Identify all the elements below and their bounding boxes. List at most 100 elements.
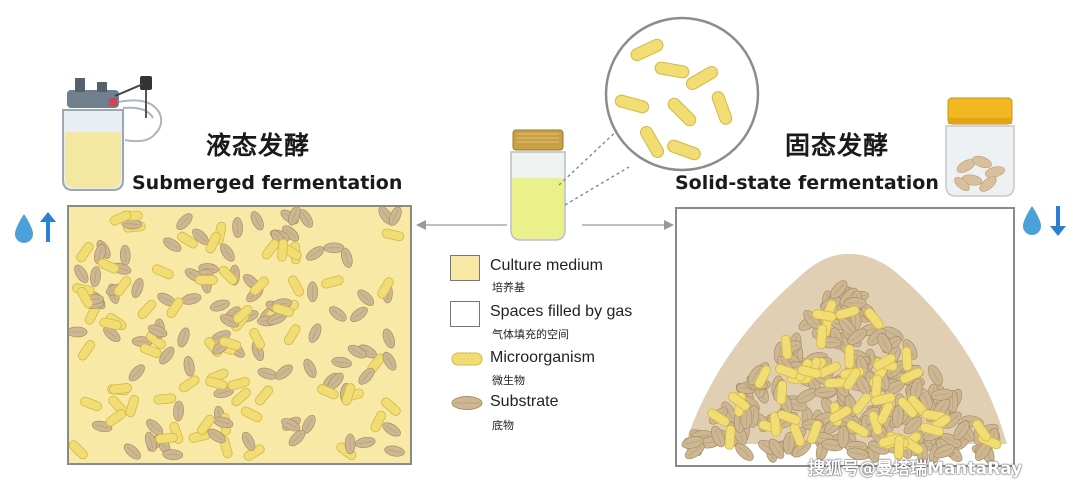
microorganism-cell — [780, 334, 793, 360]
substrate-grain — [341, 247, 353, 268]
legend-label-gas-space: Spaces filled by gas — [490, 303, 633, 320]
substrate-grain — [119, 244, 131, 266]
microorganism-cell — [754, 365, 772, 389]
substrate-grain — [207, 428, 226, 444]
microorganism-cell — [630, 38, 664, 62]
microorganism-cell — [166, 297, 184, 318]
legend-label-microorganism: Microorganism — [490, 349, 595, 366]
substrate-grain — [783, 431, 795, 455]
microorganism-cell — [901, 346, 913, 372]
substrate-grain — [103, 326, 121, 343]
microorganism-cell — [109, 383, 132, 395]
microorganism-cell — [240, 406, 263, 423]
microorganism-cell — [125, 394, 139, 418]
microorganism-cell — [77, 340, 96, 361]
microorganism-cell — [105, 409, 126, 427]
microorganism-cell — [370, 410, 386, 433]
substrate-grain — [329, 306, 347, 322]
microorganism-cell — [852, 392, 872, 415]
microorganism-cell — [667, 97, 697, 127]
substrate-grain — [331, 356, 352, 368]
microorganism-cell — [218, 265, 238, 285]
substrate-grain — [159, 346, 175, 365]
legend: Culture medium 培养基 Spaces filled by gas … — [448, 253, 673, 443]
substrate-grain — [829, 280, 848, 300]
substrate-grain — [232, 217, 243, 238]
microorganism-cell — [724, 425, 736, 450]
substrate-grain — [735, 443, 754, 461]
microorganism-cell — [178, 375, 200, 393]
microorganism-cell — [249, 328, 265, 350]
water-drop-icon — [1023, 206, 1041, 235]
microorganism-cell — [76, 241, 94, 263]
microorganism-cell — [871, 392, 896, 406]
substrate-grain — [288, 207, 301, 226]
legend-label-substrate: Substrate — [490, 393, 559, 410]
microorganism-cell — [261, 239, 280, 260]
microorganism-cell — [317, 384, 339, 400]
arrow-up-icon — [40, 212, 56, 242]
substrate-grain — [711, 425, 726, 448]
microorganism-cell — [227, 377, 250, 391]
substrate-grain — [308, 323, 322, 343]
connector-arrows — [416, 220, 674, 230]
microorganism-cell — [254, 385, 274, 406]
microorganism-cell — [972, 419, 991, 442]
microorganism-cell — [864, 307, 884, 330]
microorganism-cell — [614, 94, 650, 114]
water-drop-down-indicator — [1023, 206, 1066, 236]
substrate-grain — [357, 289, 375, 306]
legend-swatch-gas-space — [450, 301, 480, 327]
microorganism-cell — [654, 61, 690, 79]
microorganism-cell — [381, 228, 405, 242]
magnifier-lines — [558, 126, 630, 206]
substrate-grain — [176, 213, 193, 230]
substrate-grain — [183, 356, 195, 377]
microorganism-cell — [776, 409, 801, 425]
microorganism-cell — [231, 387, 251, 407]
substrate-grain — [128, 364, 145, 382]
microorganism-cell — [153, 393, 177, 405]
substrate-grain — [388, 207, 402, 226]
microorganism-cell — [381, 397, 401, 416]
microorganism-cell — [288, 275, 305, 297]
microorganism-cell — [194, 275, 218, 285]
legend-microorganism-icon — [451, 352, 483, 366]
microorganism-cell — [844, 344, 855, 369]
legend-sub-substrate: 底物 — [492, 419, 514, 432]
substrate-grain — [275, 364, 293, 380]
microorganism-cell — [811, 309, 837, 322]
substrate-grain — [181, 293, 202, 305]
microorganism-cell — [816, 324, 828, 350]
substrate-grain — [347, 344, 367, 359]
substrate-grain — [846, 447, 870, 461]
substrate-grain — [323, 242, 345, 254]
solid-contents — [681, 253, 1007, 465]
microorganism-cell — [80, 396, 103, 412]
substrate-grain — [350, 306, 368, 323]
submerged-title-cn: 液态发酵 — [206, 131, 311, 160]
substrate-grain — [74, 264, 89, 284]
substrate-grain — [847, 328, 867, 345]
substrate-grain — [131, 277, 144, 298]
substrate-grain — [298, 209, 314, 228]
legend-sub-gas-space: 气体填充的空间 — [492, 328, 569, 341]
microorganism-cell — [919, 422, 945, 437]
substrate-grain — [837, 425, 850, 449]
vial-icon — [510, 129, 566, 241]
microorganism-cell — [711, 91, 733, 125]
substrate-grain — [147, 324, 168, 338]
microorganism-cell — [893, 434, 905, 460]
microorganism-cell — [233, 304, 253, 324]
substrate-grain — [814, 386, 837, 398]
microorganism-cell — [271, 303, 295, 317]
microorganism-cell — [899, 367, 924, 384]
legend-substrate-icon — [451, 396, 483, 410]
microorganism-cell — [205, 376, 228, 390]
substrate-grain — [903, 416, 923, 435]
substrate-grain — [681, 436, 704, 449]
substrate-grain — [927, 364, 943, 386]
substrate-grain — [307, 281, 318, 303]
microorganism-cell — [640, 125, 664, 159]
submerged-contents — [69, 207, 405, 461]
